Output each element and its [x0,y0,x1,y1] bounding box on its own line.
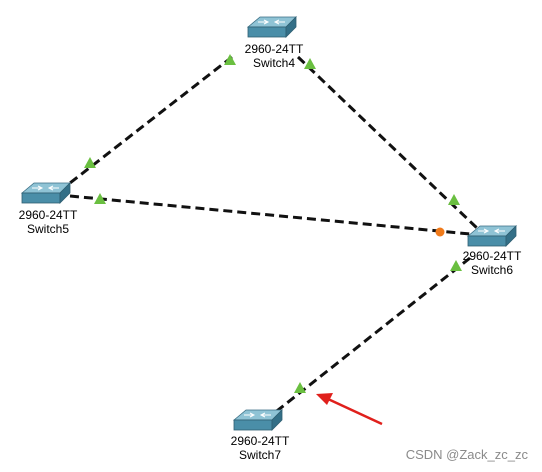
port-up-indicator [450,260,462,271]
port-blocking-indicator [435,227,445,237]
switch4-icon[interactable] [247,16,297,38]
port-up-indicator [94,193,106,204]
device-name: Switch4 [252,56,296,70]
device-label-switch4: 2960-24TT Switch4 [238,42,310,70]
link-switch5-switch6[interactable] [69,194,471,236]
port-up-indicator [304,58,316,69]
device-model: 2960-24TT [244,42,304,56]
device-name: Switch7 [238,448,282,462]
switch6-icon[interactable] [467,225,517,247]
device-label-switch6: 2960-24TT Switch6 [456,249,528,277]
link-switch6-switch7[interactable] [267,256,471,420]
port-up-indicator [84,157,96,168]
annotation-arrow-icon [316,393,383,426]
port-up-indicator [448,194,460,205]
device-name: Switch6 [470,263,514,277]
device-model: 2960-24TT [230,434,290,448]
switch7-icon[interactable] [233,409,283,431]
device-name: Switch5 [26,222,70,236]
watermark: CSDN @Zack_zc_zc [405,447,528,462]
port-up-indicator [294,382,306,393]
device-model: 2960-24TT [18,208,78,222]
device-model: 2960-24TT [462,249,522,263]
link-switch4-switch5[interactable] [69,55,233,185]
switch5-icon[interactable] [21,182,71,204]
port-up-indicator [224,54,236,65]
device-label-switch7: 2960-24TT Switch7 [224,434,296,462]
device-label-switch5: 2960-24TT Switch5 [12,208,84,236]
